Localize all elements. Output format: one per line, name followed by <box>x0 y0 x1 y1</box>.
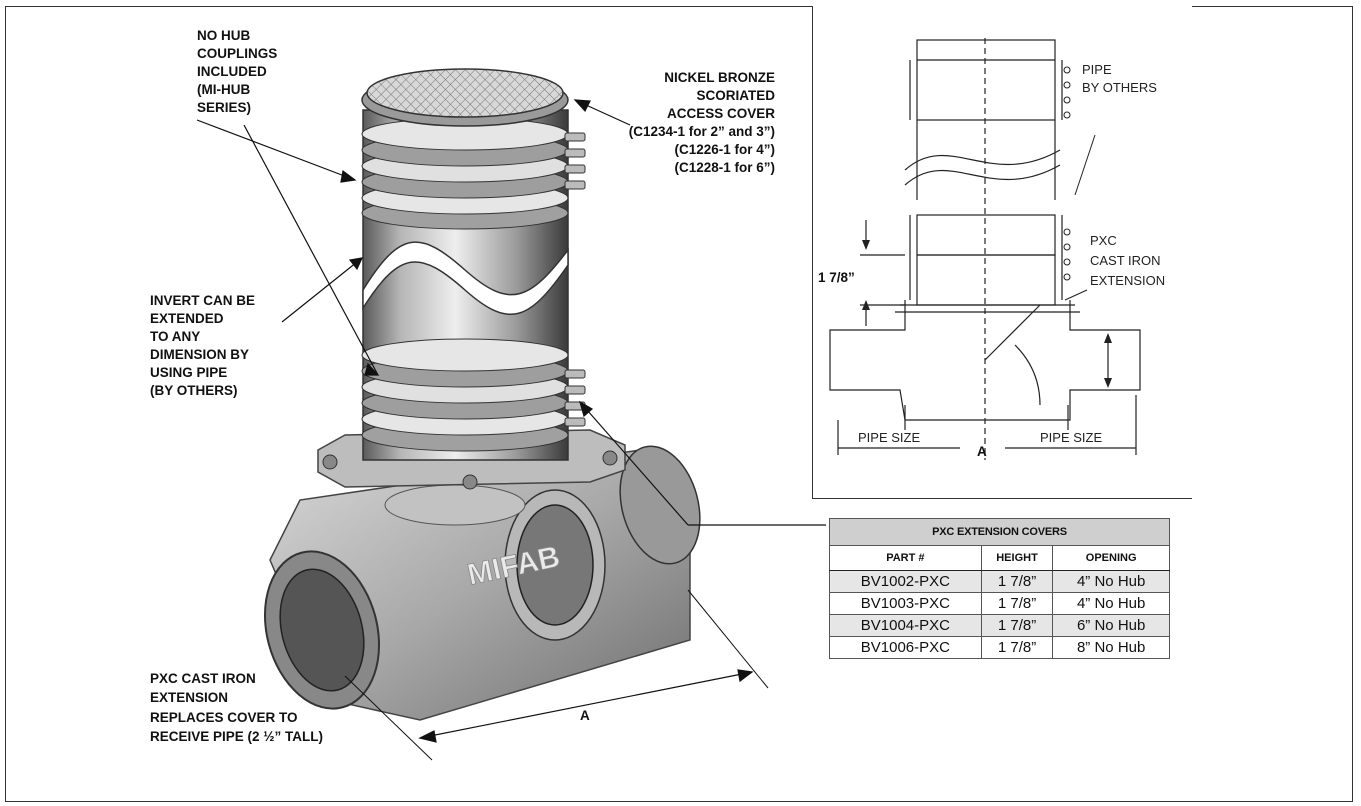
table-row: BV1004-PXC 1 7/8” 6” No Hub <box>829 614 1170 637</box>
svg-text:COUPLINGS: COUPLINGS <box>197 46 277 61</box>
col-height: HEIGHT <box>980 545 1054 571</box>
svg-text:ACCESS COVER: ACCESS COVER <box>667 106 775 121</box>
col-part: PART # <box>829 545 982 571</box>
table-row: BV1003-PXC 1 7/8” 4” No Hub <box>829 592 1170 615</box>
svg-text:INCLUDED: INCLUDED <box>197 64 267 79</box>
callout-pxc-extension: PXC CAST IRON EXTENSION REPLACES COVER T… <box>150 671 323 744</box>
svg-text:EXTENDED: EXTENDED <box>150 311 224 326</box>
svg-text:REPLACES COVER TO: REPLACES COVER TO <box>150 710 298 725</box>
svg-text:(BY OTHERS): (BY OTHERS) <box>150 383 238 398</box>
lower-coupling <box>361 338 586 452</box>
dimension-a-label: A <box>580 708 590 723</box>
drawing-frame <box>5 6 1353 802</box>
svg-text:BY OTHERS: BY OTHERS <box>1082 80 1157 95</box>
section-view-panel <box>812 6 1192 499</box>
callout-access-cover: NICKEL BRONZE SCORIATED ACCESS COVER (C1… <box>629 70 776 175</box>
table-title: PXC EXTENSION COVERS <box>829 518 1170 546</box>
svg-text:NO HUB: NO HUB <box>197 28 250 43</box>
svg-text:PIPE SIZE: PIPE SIZE <box>1040 430 1102 445</box>
leader-lines <box>196 99 826 761</box>
svg-text:(C1228-1 for 6”): (C1228-1 for 6”) <box>674 160 775 175</box>
section-dim-a: A <box>977 444 987 459</box>
svg-text:(MI-HUB: (MI-HUB <box>197 82 250 97</box>
svg-text:PIPE: PIPE <box>1082 62 1112 77</box>
callout-no-hub: NO HUB COUPLINGS INCLUDED (MI-HUB SERIES… <box>197 28 277 115</box>
table-row: BV1006-PXC 1 7/8” 8” No Hub <box>829 636 1170 659</box>
section-labels: PIPE BY OTHERS PXC CAST IRON EXTENSION 1… <box>818 62 1165 459</box>
svg-text:DIMENSION BY: DIMENSION BY <box>150 347 249 362</box>
svg-text:EXTENSION: EXTENSION <box>1090 273 1165 288</box>
svg-text:RECEIVE PIPE (2 ½” TALL): RECEIVE PIPE (2 ½” TALL) <box>150 729 323 744</box>
svg-text:(C1234-1 for 2” and 3”): (C1234-1 for 2” and 3”) <box>629 124 775 139</box>
svg-text:(C1226-1 for 4”): (C1226-1 for 4”) <box>674 142 775 157</box>
valve-body: MIFAB <box>263 445 701 721</box>
access-cover <box>361 68 569 127</box>
svg-text:EXTENSION: EXTENSION <box>150 690 228 705</box>
svg-text:CAST IRON: CAST IRON <box>1090 253 1161 268</box>
svg-text:USING PIPE: USING PIPE <box>150 365 227 380</box>
height-dimension-label: 1 7/8” <box>818 270 855 285</box>
section-bolts <box>1063 66 1071 281</box>
svg-text:SERIES): SERIES) <box>197 100 251 115</box>
svg-text:SCORIATED: SCORIATED <box>696 88 775 103</box>
table-row: BV1002-PXC 1 7/8” 4” No Hub <box>829 570 1170 593</box>
section-leaders <box>1064 134 1096 301</box>
svg-text:INVERT CAN BE: INVERT CAN BE <box>150 293 255 308</box>
col-opening: OPENING <box>1052 545 1170 571</box>
svg-text:PXC CAST IRON: PXC CAST IRON <box>150 671 256 686</box>
section-outline <box>829 38 1141 460</box>
section-arrowheads <box>862 240 1112 388</box>
svg-text:TO ANY: TO ANY <box>150 329 200 344</box>
svg-text:NICKEL BRONZE: NICKEL BRONZE <box>664 70 775 85</box>
pxc-extension-covers-table: PXC EXTENSION COVERS PART # HEIGHT OPENI… <box>829 518 1170 659</box>
svg-text:PXC: PXC <box>1090 233 1117 248</box>
callout-invert: INVERT CAN BE EXTENDED TO ANY DIMENSION … <box>150 293 255 398</box>
svg-text:PIPE SIZE: PIPE SIZE <box>858 430 920 445</box>
upper-coupling <box>361 117 586 230</box>
